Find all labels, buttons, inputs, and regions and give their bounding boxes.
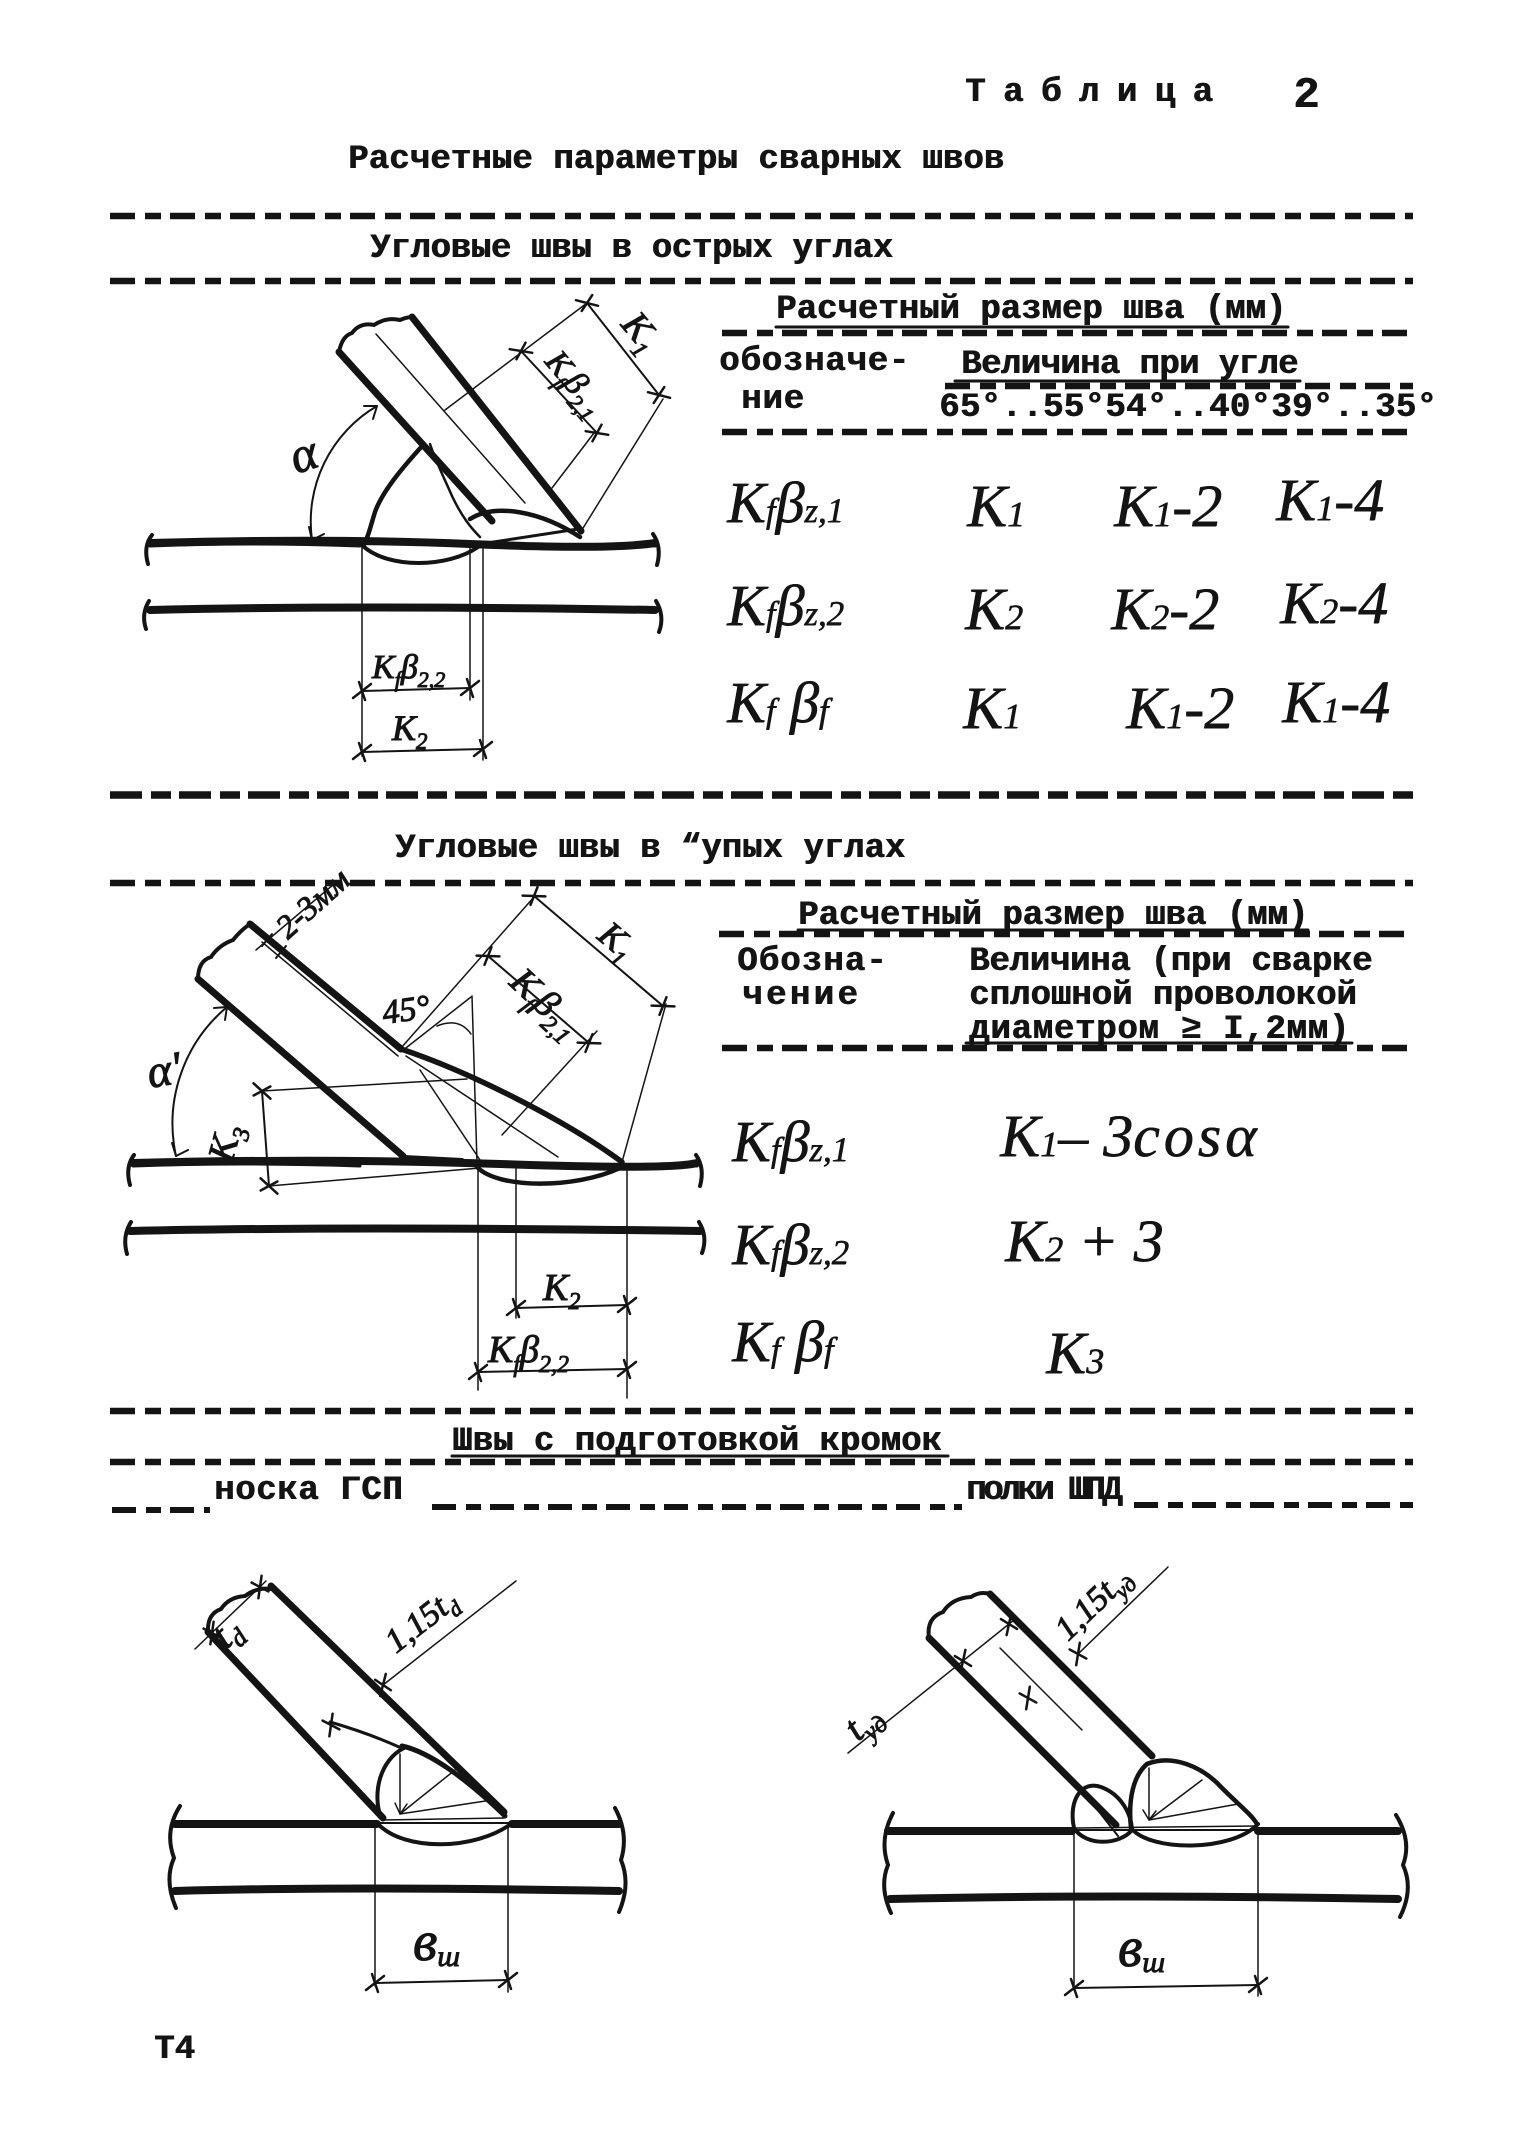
- svg-text:2-3мм: 2-3мм: [269, 862, 357, 946]
- svg-text:1,15td: 1,15td: [378, 1581, 468, 1664]
- svg-text:45°: 45°: [380, 989, 433, 1032]
- svg-text:Kfβ2,1: Kfβ2,1: [533, 343, 613, 427]
- svg-text:Kfβ2,1: Kfβ2,1: [497, 959, 590, 1050]
- svg-text:K1: K1: [608, 303, 669, 363]
- svg-text:α': α': [143, 1042, 186, 1098]
- svg-text:Kfβ2,2: Kfβ2,2: [487, 1329, 569, 1378]
- svg-text:tуд: tуд: [836, 1695, 894, 1754]
- svg-text:K2: K2: [391, 708, 428, 754]
- svg-text:α: α: [282, 423, 326, 485]
- svg-text:K2: K2: [542, 1267, 580, 1315]
- svg-text:K1: K1: [586, 913, 644, 972]
- svg-text:Kfβ2,2: Kfβ2,2: [371, 649, 445, 692]
- svg-text:вш: вш: [413, 1911, 460, 1973]
- svg-text:td: td: [201, 1607, 253, 1661]
- svg-text:вш: вш: [1118, 1917, 1165, 1979]
